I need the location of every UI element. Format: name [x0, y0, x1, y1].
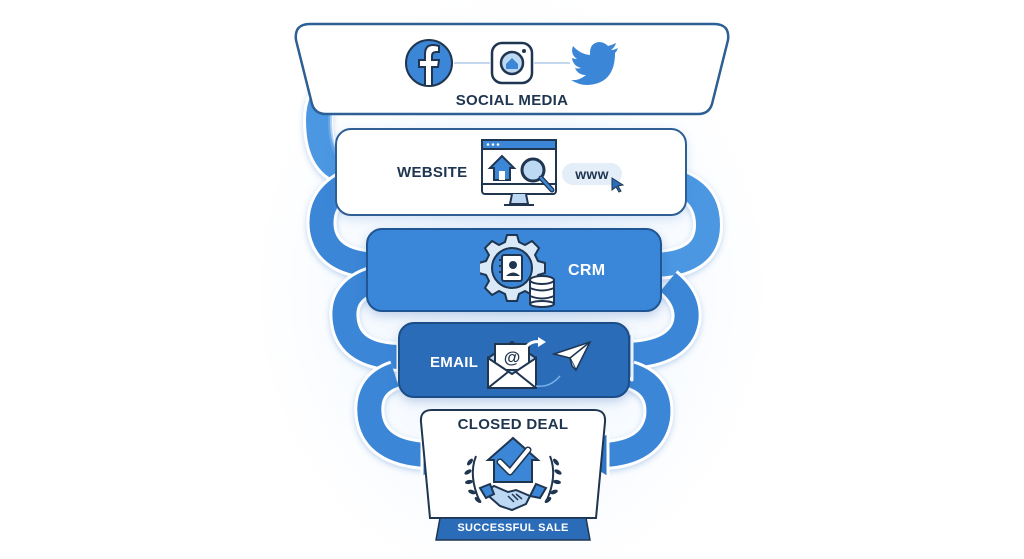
stage-label-email: EMAIL [430, 354, 479, 371]
stage-closed-deal: CLOSED DEAL [418, 408, 608, 542]
flight-path-line [535, 375, 561, 388]
twitter-bird-icon [571, 42, 618, 85]
mouse-cursor-icon [611, 177, 625, 193]
url-chip: www [562, 163, 622, 185]
house-check-icon [464, 436, 562, 512]
stage-website: WEBSITE www [335, 128, 687, 216]
successful-sale-ribbon: SUCCESSFUL SALE [457, 522, 569, 534]
stage-label-website: WEBSITE [397, 164, 468, 181]
handshake-icon [478, 482, 548, 512]
stage-crm: CRM [366, 228, 662, 312]
laurel-wreath-icon [464, 455, 562, 503]
svg-text:@: @ [504, 348, 521, 367]
stage-label-social: SOCIAL MEDIA [455, 92, 569, 109]
facebook-icon [405, 39, 453, 87]
stage-label-closed-deal: CLOSED DEAL [457, 416, 569, 433]
instagram-home-icon [490, 41, 534, 85]
stage-social-media: SOCIAL MEDIA [292, 22, 732, 116]
stage-label-crm: CRM [568, 262, 606, 279]
monitor-home-search-icon [481, 139, 557, 206]
paper-plane-icon [552, 340, 592, 372]
url-chip-text: www [575, 166, 609, 182]
database-icon [529, 275, 555, 308]
stage-email: EMAIL @ [398, 322, 630, 398]
envelope-at-icon: @ [487, 337, 546, 389]
gear-contact-book-icon [480, 234, 555, 308]
